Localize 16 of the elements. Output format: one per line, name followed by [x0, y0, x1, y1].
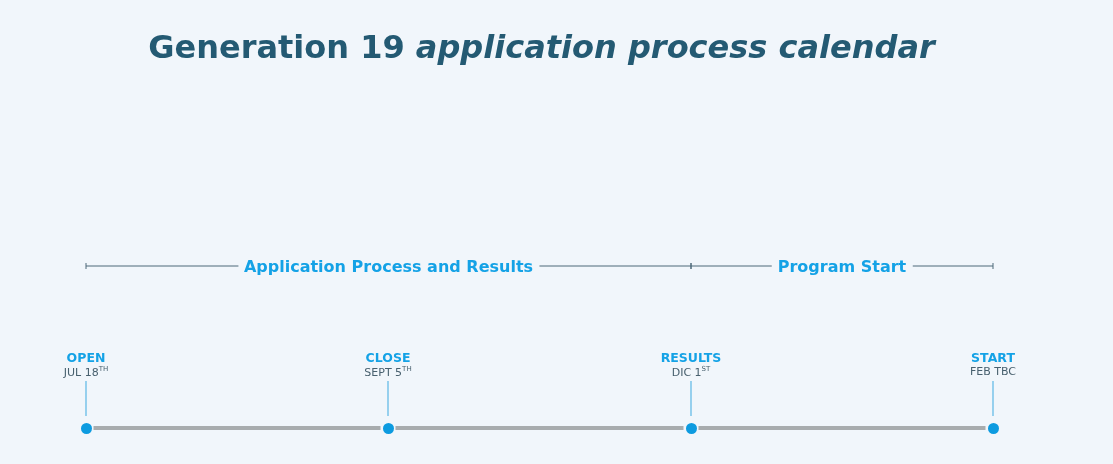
milestone-name: OPEN [66, 350, 106, 365]
milestone-name: START [971, 350, 1015, 365]
timeline-segment [93, 426, 381, 430]
milestone-date: DIC 1$^{ST}$ [671, 365, 711, 379]
milestone-date: JUL 18$^{TH}$ [63, 365, 109, 379]
milestone-name: RESULTS [660, 350, 722, 365]
milestone-dot [685, 422, 697, 434]
milestone-date: SEPT 5$^{TH}$ [364, 365, 412, 379]
milestone-dot [80, 422, 92, 434]
timeline-segment [698, 426, 986, 430]
milestone-dot [382, 422, 394, 434]
title: Generation 19 application process calendar [147, 28, 938, 66]
milestone-date: FEB TBC [969, 365, 1017, 378]
milestone-name: CLOSE [365, 350, 411, 365]
milestone-dot [987, 422, 999, 434]
timeline-segment [395, 426, 684, 430]
